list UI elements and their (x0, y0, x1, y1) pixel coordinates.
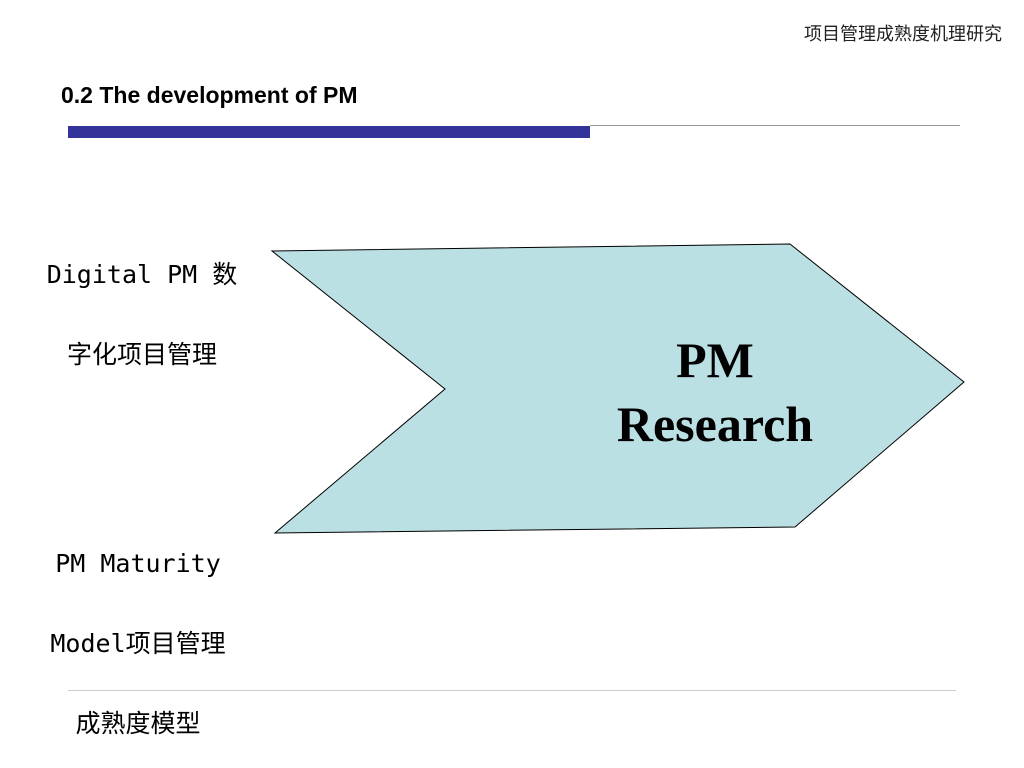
input-label-pm-maturity-line1: PM Maturity (55, 549, 221, 578)
input-label-digital-pm: Digital PM 数 字化项目管理 (22, 215, 262, 375)
title-divider-line (590, 125, 960, 126)
arrow-label-line1: PM (676, 332, 754, 388)
input-label-digital-pm-line1: Digital PM 数 (46, 260, 238, 289)
input-label-pm-maturity-model: PM Maturity Model项目管理 成熟度模型 (18, 504, 258, 744)
arrow-label-line2: Research (616, 396, 814, 452)
arrow-label: PM Research (590, 328, 840, 456)
input-label-pm-maturity-line3: 成熟度模型 (75, 709, 201, 738)
title-accent-bar (68, 126, 590, 138)
footer-divider-line (68, 690, 956, 691)
input-label-pm-maturity-line2: Model项目管理 (50, 629, 226, 658)
header-title: 项目管理成熟度机理研究 (804, 24, 1002, 45)
slide-title: 0.2 The development of PM (61, 82, 358, 108)
input-label-digital-pm-line2: 字化项目管理 (66, 340, 217, 369)
research-chevron-arrow (270, 243, 965, 534)
